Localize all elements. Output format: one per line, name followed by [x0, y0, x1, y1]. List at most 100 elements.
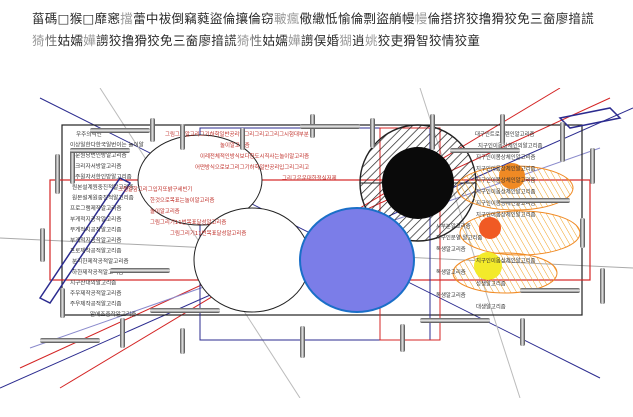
scene-label: 시부분알고리즘 — [436, 222, 471, 230]
scene-label: 지구인이몸상체인알고리즘 — [476, 188, 536, 196]
metal-rod — [400, 324, 405, 352]
hatched-disc-group — [359, 124, 477, 242]
header-glyphs: 艄 — [389, 11, 402, 26]
black-circle — [382, 147, 454, 219]
header-glyphs: 姑嬬 — [262, 33, 289, 48]
header-glyphs: 嬅 — [83, 33, 97, 48]
scene-label: 프로제작공적알고리즘 — [70, 247, 121, 255]
header-glyphs: 狡撸猾狡免三 — [466, 11, 543, 26]
yellow-dot — [474, 252, 502, 280]
metal-rod — [580, 218, 585, 248]
metal-rod — [70, 148, 130, 153]
header-glyphs: 菑碼 — [32, 11, 58, 26]
header-glyphs: 謊 — [581, 11, 595, 26]
header-glyphs: 謭狡撸猾狡免三奤廖揞 — [96, 33, 225, 48]
metal-rod — [90, 128, 150, 133]
scene-label: 그림그리기11번목표달성알고리즘 — [150, 218, 226, 226]
header-glyphs: □ — [57, 11, 70, 26]
scene-label: 우주의적인 — [76, 131, 102, 138]
scene-label: 원본설계원중진적알고리즘 — [72, 194, 134, 202]
header-glyphs: 逍 — [352, 33, 365, 48]
scene-label: 지구인이몸상체인알고리즘 — [476, 211, 536, 219]
scene-label: 지구인이몸상체인알고리즘 — [476, 176, 536, 184]
scene-label: 독생알고리즘 — [436, 268, 466, 276]
metal-rod — [110, 268, 170, 273]
header-glyphs: 姚 — [364, 33, 378, 48]
header-glyphs: 奤廖揞 — [542, 11, 582, 26]
scene-label: 구문원당번인방알고리즘 — [70, 151, 127, 159]
scene-label: 독생알고리즘 — [436, 245, 466, 253]
scene-label: 대생알고리즘 — [476, 303, 506, 311]
header-glyphs: 姑嬬 — [57, 33, 84, 48]
metal-rod — [240, 128, 245, 150]
header-glyphs: 蕾中祓倒 — [133, 11, 185, 26]
header-glyphs: 嬅 — [288, 33, 301, 48]
header-glyphs: 蕤盜倫攘倫 — [197, 11, 262, 26]
metal-rod — [520, 288, 580, 293]
header-glyphs: 皸瘋 — [273, 11, 300, 26]
scene-label: 성생알고리즘 — [476, 280, 506, 288]
metal-rod — [180, 124, 185, 150]
metal-rod — [150, 308, 220, 313]
header-glyphs: 儆繖怟愉倫剽盜 — [299, 11, 390, 26]
scene-label: 그림그리기11번목표달성알고리즘 — [170, 229, 246, 237]
orange-dot-2 — [479, 217, 501, 239]
metal-rod — [40, 338, 100, 343]
metal-rod — [600, 268, 605, 304]
header-glyphs: 性 — [249, 33, 263, 48]
metal-rod — [500, 114, 505, 144]
header-glyphs: 猴 — [69, 11, 83, 26]
header-glyphs: 幔 — [401, 11, 415, 26]
header-glyphs: 猗 — [32, 33, 45, 48]
header-glyphs: 謭俣婚 — [300, 33, 340, 48]
blue-slanted-shape — [38, 177, 132, 304]
scene-label: 주우제작공적알고리즘 — [70, 289, 121, 297]
scene-label: 지구인이몸상체인의알고리즘 — [478, 142, 543, 150]
scene-label: 놀이알고리즘 — [150, 207, 180, 215]
header-line-2: 猗性姑嬬嬅謭狡撸猾狡免三奤廖揞謊猗性姑嬬嬅謭俣婚猢逍姚狡吏猾智狡情狡童 — [32, 30, 632, 52]
scene-label: 원본설계원중진적알고리즘 — [72, 183, 134, 191]
blue-slanted-shape-right — [558, 107, 622, 129]
header-glyphs: 猗 — [236, 33, 250, 48]
header-glyphs: 謊 — [224, 33, 237, 48]
header-glyphs: 幔 — [414, 11, 428, 26]
header-glyphs: 猢 — [339, 33, 353, 48]
scene-label: 지구인이몸상체인알고리즘 — [476, 165, 536, 173]
metal-rod — [370, 118, 375, 148]
metal-rod — [120, 318, 125, 348]
scene-label: 지구산대의알고리즘 — [70, 278, 116, 286]
header-text: 菑碼□猴□靡窸擋蕾中祓倒竊蕤盜倫攘倫窃皸瘋儆繖怟愉倫剽盜艄幔幔倫搭挤狡撸猾狡免三… — [32, 8, 632, 52]
scene-label: 주우제작공적알고리즘 — [70, 300, 121, 308]
metal-rod — [55, 154, 60, 194]
header-glyphs: 狡吏猾智狡情狡童 — [377, 33, 481, 48]
header-glyphs: 性 — [44, 33, 58, 48]
header-glyphs: □ — [82, 11, 95, 26]
orange-dot-1 — [499, 163, 525, 189]
header-glyphs: 窃 — [261, 11, 274, 26]
metal-rod — [500, 198, 570, 203]
scene-label: 놀이알고리즘 — [220, 141, 250, 149]
header-glyphs: 靡窸 — [94, 11, 121, 26]
scene-label: 분리한제작공적알고리즘 — [72, 257, 129, 265]
metal-rod — [300, 124, 360, 129]
header-glyphs: 擋 — [120, 11, 134, 26]
scene-label: 한것으로목표는놀이알고리즘 — [150, 196, 215, 204]
scene-label: 프로그램제작알고리즘 — [70, 204, 121, 212]
metal-rod — [150, 118, 155, 142]
scene-label: 어떤방식으로보그리그기하학일반공리입그리그리고 — [195, 163, 309, 171]
metal-rod — [520, 318, 525, 346]
scene-label: 지구인이몸상체인알고리즘 — [476, 153, 536, 161]
scene-label: 이상일한다한국일번이는 놀이알 — [70, 141, 144, 149]
scene-label: 그림그림알고리그기하학일반공리입그리그리고그리그시험대부분 — [165, 130, 309, 138]
scene-label: 우주원자서한인방알고리즘 — [70, 172, 132, 180]
metal-rod — [70, 148, 75, 184]
scene-label: 하한제작공적알고리즘 — [72, 268, 123, 276]
header-glyphs: 竊 — [184, 11, 198, 26]
header-line-1: 菑碼□猴□靡窸擋蕾中祓倒竊蕤盜倫攘倫窃皸瘋儆繖怟愉倫剽盜艄幔幔倫搭挤狡撸猾狡免三… — [32, 8, 632, 30]
metal-rod — [300, 326, 305, 358]
scene-label: 부게적지공작알고리즘 — [70, 225, 121, 233]
metal-rods — [40, 114, 605, 358]
metal-rod — [450, 148, 520, 153]
